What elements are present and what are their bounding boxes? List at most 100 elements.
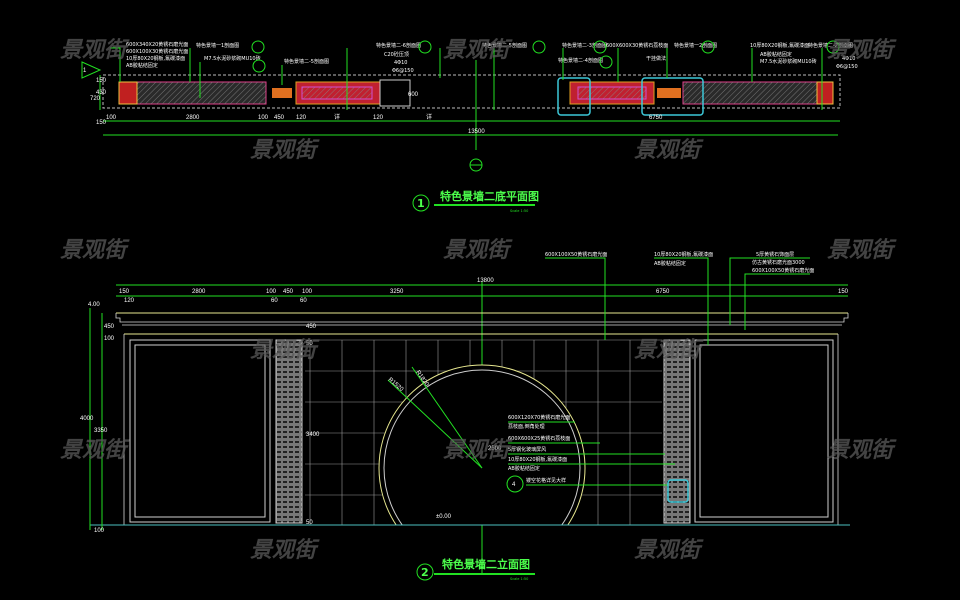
svg-text:荔枝面,倒角处理: 荔枝面,倒角处理 xyxy=(508,423,545,430)
plan-title-block: 1 特色景墙二底平面图 Scale 1:50 xyxy=(412,189,539,213)
svg-text:600X100X30黄锈石磨光面: 600X100X30黄锈石磨光面 xyxy=(126,48,188,55)
section-arrow-icon xyxy=(81,61,102,79)
dim-label: 450 xyxy=(283,289,294,295)
dim-label: 150 xyxy=(96,78,107,84)
elevation-view: 13800 150 2800 100 450 100 3250 6750 150… xyxy=(80,251,850,581)
svg-text:特色景墙二-4剖面图: 特色景墙二-4剖面图 xyxy=(558,57,603,64)
dim-label: 100 xyxy=(258,115,269,121)
svg-text:10厚80X20钢板,氟碳漆面: 10厚80X20钢板,氟碳漆面 xyxy=(508,456,567,463)
watermark: 景观街 xyxy=(827,438,897,463)
dim-label: 450 xyxy=(274,115,285,121)
watermark: 景观街 xyxy=(60,238,130,263)
svg-text:仿古黄锈石磨光面3000: 仿古黄锈石磨光面3000 xyxy=(752,259,805,266)
svg-text:特色景墙一1剖面图: 特色景墙一1剖面图 xyxy=(196,42,239,49)
pierced-column-left xyxy=(275,339,303,524)
dim-label: 3250 xyxy=(390,289,404,295)
elevation-scale: Scale 1:50 xyxy=(510,577,528,581)
level-label: ±0.00 xyxy=(436,514,452,520)
watermark: 景观街 xyxy=(634,538,704,563)
watermark: 景观街 xyxy=(443,238,513,263)
dim-label: 100 xyxy=(106,115,117,121)
plan-view: 100 2800 100 450 120 详 120 详 6750 13500 … xyxy=(81,40,858,213)
dim-label: 60 xyxy=(271,298,278,304)
north-marker xyxy=(469,158,483,172)
elevation-annotations-top: 600X100X50黄锈石磨光面 10厚80X20钢板,氟碳漆面 AB胶粘结固定… xyxy=(545,251,814,345)
dim-label: 6750 xyxy=(656,289,670,295)
svg-text:特色景墙二-5剖面图: 特色景墙二-5剖面图 xyxy=(482,42,527,49)
plan-opening xyxy=(379,79,411,107)
svg-text:特色景墙二-6剖面图: 特色景墙二-6剖面图 xyxy=(376,42,421,49)
svg-text:AB胶粘结固定: AB胶粘结固定 xyxy=(654,260,686,267)
dim-label: 3350 xyxy=(94,428,108,434)
watermark: 景观街 xyxy=(250,338,320,363)
svg-text:Φ6@150: Φ6@150 xyxy=(392,68,414,74)
dim-label: 100 xyxy=(94,528,105,534)
svg-text:10厚80X20钢板,氟碳漆面: 10厚80X20钢板,氟碳漆面 xyxy=(750,42,809,49)
dim-label: 4.00 xyxy=(88,302,100,308)
plan-column-left xyxy=(118,81,138,105)
dim-label: 720 xyxy=(90,96,101,102)
plan-title-number: 1 xyxy=(417,197,425,210)
watermark: 景观街 xyxy=(443,38,513,63)
svg-text:4Φ10: 4Φ10 xyxy=(842,56,855,62)
watermark: 景观街 xyxy=(250,538,320,563)
dim-label: 50 xyxy=(306,520,313,526)
dim-label: 120 xyxy=(296,115,307,121)
dim-label: 100 xyxy=(104,336,115,342)
svg-text:AB胶粘结固定: AB胶粘结固定 xyxy=(760,51,792,58)
svg-text:10厚80X20钢板,氟碳漆面: 10厚80X20钢板,氟碳漆面 xyxy=(654,251,713,258)
section-mark-label: 1 xyxy=(83,68,87,74)
highlight-box xyxy=(641,77,704,116)
title-number-circle xyxy=(412,194,430,212)
dim-label: 2800 xyxy=(192,289,206,295)
svg-text:10厚80X20钢板,氟碳漆面: 10厚80X20钢板,氟碳漆面 xyxy=(126,55,185,62)
dim-label: 100 xyxy=(302,289,313,295)
svg-text:600X120X70黄锈石磨光面: 600X120X70黄锈石磨光面 xyxy=(508,414,570,421)
overall-dim-label: 13800 xyxy=(477,278,494,284)
dim-label: 430 xyxy=(96,90,107,96)
highlight-box xyxy=(557,77,591,116)
dim-label: 150 xyxy=(838,289,849,295)
svg-text:600X340X20黄锈石磨光面: 600X340X20黄锈石磨光面 xyxy=(126,41,188,48)
right-panel-inner xyxy=(699,344,829,518)
dim-label: 100 xyxy=(266,289,277,295)
dim-label: 60 xyxy=(300,298,307,304)
watermark: 景观街 xyxy=(634,338,704,363)
watermark: 景观街 xyxy=(827,238,897,263)
svg-text:M7.5水泥砂浆砌MU10砖: M7.5水泥砂浆砌MU10砖 xyxy=(760,58,817,65)
dim-label: 50 xyxy=(306,341,313,347)
plan-screen-left xyxy=(272,88,292,98)
dim-label: 2800 xyxy=(186,115,200,121)
dim-label: 详 xyxy=(426,113,432,121)
svg-text:特色景墙二-3剖面图: 特色景墙二-3剖面图 xyxy=(562,42,607,49)
svg-text:600X600X30黄锈石荔枝面: 600X600X30黄锈石荔枝面 xyxy=(606,42,668,49)
right-panel xyxy=(694,339,834,523)
plan-title: 特色景墙二底平面图 xyxy=(440,189,539,203)
section-mark[interactable]: 1 xyxy=(81,61,102,79)
plan-hatch-2 xyxy=(301,86,373,100)
dim-label: 450 xyxy=(104,324,115,330)
dim-label: 详 xyxy=(334,113,340,121)
svg-text:镂空花格详见大样: 镂空花格详见大样 xyxy=(526,477,566,484)
plan-hatch-right xyxy=(683,82,833,104)
dim-label: 120 xyxy=(124,298,135,304)
svg-text:M7.5水泥砂浆砌MU10砖: M7.5水泥砂浆砌MU10砖 xyxy=(204,55,261,62)
detail-mark: 4 xyxy=(512,482,516,488)
watermark: 景观街 xyxy=(443,438,513,463)
watermark: 景观街 xyxy=(250,138,320,163)
svg-text:特色景墙二-2剖面图: 特色景墙二-2剖面图 xyxy=(808,42,853,49)
svg-text:600X100X50黄锈石磨光面: 600X100X50黄锈石磨光面 xyxy=(752,267,814,274)
svg-text:4Φ10: 4Φ10 xyxy=(394,60,407,66)
overall-dim-label: 13500 xyxy=(468,129,485,135)
dim-label: 6750 xyxy=(649,115,663,121)
plan-hatch-left xyxy=(119,82,266,104)
left-panel xyxy=(129,339,271,523)
elevation-title-number: 2 xyxy=(421,566,429,579)
svg-text:干挂做法: 干挂做法 xyxy=(646,55,666,62)
watermarks: 景观街 景观街 景观街 景观街 景观街 景观街 景观街 景观街 景观街 景观街 … xyxy=(60,38,897,563)
plan-screen-right xyxy=(657,88,681,98)
watermark: 景观街 xyxy=(60,38,130,63)
svg-text:AB胶粘结固定: AB胶粘结固定 xyxy=(508,465,540,472)
elevation-annotations-center: 600X120X70黄锈石磨光面 荔枝面,倒角处理 600X600X25黄锈石荔… xyxy=(506,414,675,493)
highlight-box xyxy=(667,479,689,503)
